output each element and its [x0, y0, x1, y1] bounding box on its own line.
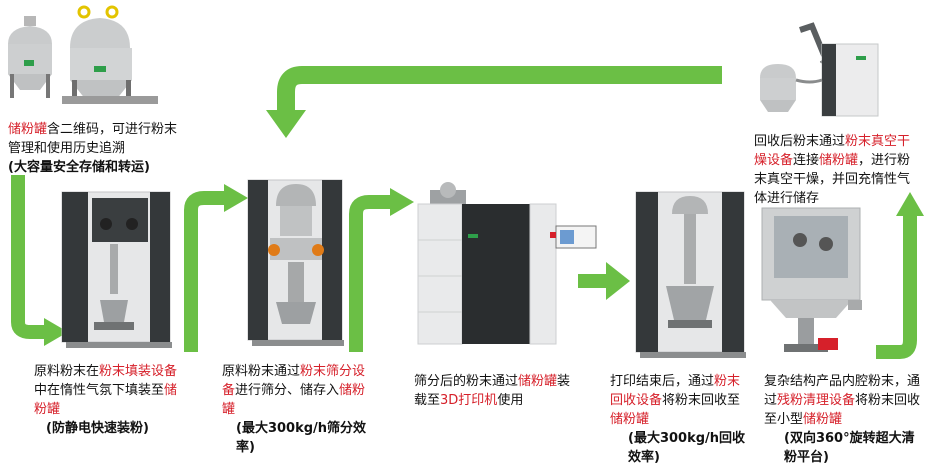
- caption-recovery: 打印结束后，通过粉末回收设备将粉末回收至储粉罐 (最大300kg/h回收效率): [610, 372, 750, 467]
- caption-sieving-segment: 储粉罐: [222, 383, 366, 417]
- caption-loading-segment: 储粉罐: [34, 383, 178, 417]
- caption-cleaning-segment: 将粉末回收至小型: [764, 393, 921, 427]
- caption-recovery-segment: 储粉罐: [610, 412, 650, 427]
- caption-loading-segment: 中在惰性气氛下填装至: [34, 383, 165, 398]
- caption-loading-segment: 原料粉末在: [34, 364, 100, 379]
- caption-drying-text: 回收后粉末通过粉末真空干燥设备连接储粉罐，进行粉末真空干燥，并回充惰性气体进行储…: [754, 134, 910, 206]
- caption-recovery-segment: 将粉末回收至: [662, 393, 741, 408]
- caption-cleaning-note: (双向360°旋转超大清粉平台): [784, 431, 915, 465]
- arrow-storage-to-loading: [11, 175, 68, 346]
- caption-storage-text: 储粉罐含二维码，可进行粉末管理和使用历史追溯: [8, 122, 177, 156]
- storage-tank-large-image: [62, 5, 158, 104]
- arrow-printing-to-recovery: [578, 262, 630, 300]
- caption-cleaning-text: 复杂结构产品内腔粉末，通过残粉清理设备将粉末回收至小型储粉罐: [764, 374, 920, 427]
- caption-loading-note: (防静电快速装粉): [46, 421, 149, 436]
- caption-storage: 储粉罐含二维码，可进行粉末管理和使用历史追溯 (大容量安全存储和转运): [8, 120, 180, 177]
- caption-recovery-text: 打印结束后，通过粉末回收设备将粉末回收至储粉罐: [610, 374, 740, 427]
- caption-storage-segment: 含二维码，可进行粉末管理和使用历史追溯: [8, 122, 178, 156]
- residual-powder-cleaning-machine-image: [761, 207, 862, 352]
- caption-drying-segment: 回收后粉末通过: [754, 134, 846, 149]
- caption-loading-segment: 粉末填装设备: [99, 364, 178, 379]
- caption-sieving-note: (最大300kg/h筛分效率): [236, 421, 367, 455]
- 3d-printer-image: [417, 182, 597, 345]
- powder-sieving-machine-image: [247, 179, 344, 346]
- caption-sieving-segment: 粉末筛分设备: [222, 364, 366, 398]
- caption-loading-text: 原料粉末在粉末填装设备中在惰性气氛下填装至储粉罐: [34, 364, 177, 417]
- arrow-cleaning-to-drying: [876, 192, 924, 359]
- caption-printing-segment: 储粉罐: [518, 374, 558, 389]
- caption-recovery-segment: 打印结束后，通过: [610, 374, 715, 389]
- caption-loading: 原料粉末在粉末填装设备中在惰性气氛下填装至储粉罐 (防静电快速装粉): [34, 362, 182, 438]
- caption-sieving-segment: 原料粉末通过: [222, 364, 301, 379]
- caption-drying: 回收后粉末通过粉末真空干燥设备连接储粉罐，进行粉末真空干燥，并回充惰性气体进行储…: [754, 132, 918, 208]
- powder-recovery-machine-image: [635, 191, 746, 358]
- caption-cleaning-segment: 复杂结构产品内腔粉末，通过: [764, 374, 921, 408]
- caption-drying-segment: 粉末真空干燥设备: [754, 134, 911, 168]
- caption-storage-segment: 储粉罐: [8, 122, 48, 137]
- caption-storage-note: (大容量安全存储和转运): [8, 160, 150, 175]
- arrow-loading-to-sieving: [184, 184, 248, 352]
- caption-sieving-text: 原料粉末通过粉末筛分设备进行筛分、储存入储粉罐: [222, 364, 365, 417]
- caption-cleaning: 复杂结构产品内腔粉末，通过残粉清理设备将粉末回收至小型储粉罐 (双向360°旋转…: [764, 372, 924, 467]
- caption-printing-text: 筛分后的粉末通过储粉罐装载至3D打印机使用: [414, 374, 570, 408]
- vacuum-dryer-image: [760, 22, 879, 117]
- caption-printing-segment: 装载至: [414, 374, 571, 408]
- return-arrow: [266, 66, 722, 138]
- caption-drying-segment: 连接: [793, 153, 820, 168]
- caption-printing-segment: 使用: [497, 393, 524, 408]
- caption-printing-segment: 3D打印机: [440, 393, 498, 408]
- caption-drying-segment: 储粉罐: [819, 153, 859, 168]
- caption-printing: 筛分后的粉末通过储粉罐装载至3D打印机使用: [414, 372, 574, 410]
- caption-sieving: 原料粉末通过粉末筛分设备进行筛分、储存入储粉罐 (最大300kg/h筛分效率): [222, 362, 370, 457]
- caption-cleaning-segment: 残粉清理设备: [777, 393, 856, 408]
- caption-drying-segment: ，进行粉末真空干燥，并回充惰性气体进行储存: [754, 153, 911, 206]
- caption-sieving-segment: 进行筛分、储存入: [235, 383, 340, 398]
- caption-recovery-note: (最大300kg/h回收效率): [628, 431, 746, 465]
- caption-printing-segment: 筛分后的粉末通过: [414, 374, 519, 389]
- caption-recovery-segment: 粉末回收设备: [610, 374, 741, 408]
- arrow-sieving-to-printing: [349, 188, 414, 352]
- powder-loading-machine-image: [61, 191, 172, 348]
- storage-tank-small-image: [8, 16, 52, 98]
- caption-cleaning-segment: 储粉罐: [803, 412, 843, 427]
